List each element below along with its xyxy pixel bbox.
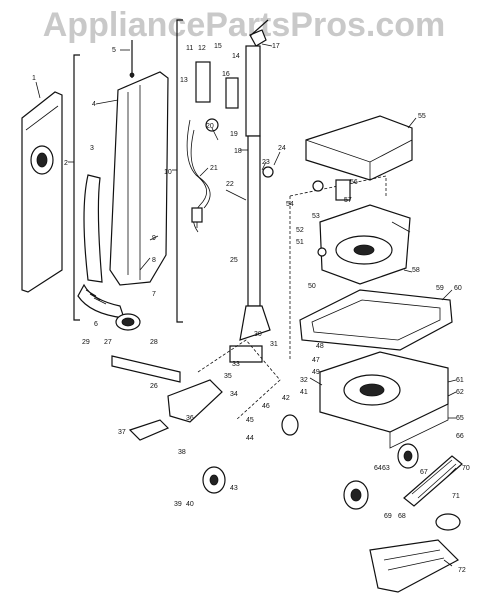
label-23: 23 xyxy=(262,159,270,166)
label-58: 58 xyxy=(412,267,420,274)
label-50: 50 xyxy=(308,283,316,290)
label-55: 55 xyxy=(418,113,426,120)
label-26: 26 xyxy=(150,383,158,390)
label-59: 59 xyxy=(436,285,444,292)
label-33: 33 xyxy=(232,361,240,368)
label-67: 67 xyxy=(420,469,428,476)
label-8: 8 xyxy=(152,257,156,264)
hood xyxy=(305,115,413,181)
label-3: 3 xyxy=(90,145,94,152)
label-65: 65 xyxy=(456,415,464,422)
label-29: 29 xyxy=(82,339,90,346)
bumper-frame xyxy=(299,289,453,351)
label-31: 31 xyxy=(270,341,278,348)
label-16: 16 xyxy=(222,71,230,78)
label-35: 35 xyxy=(224,373,232,380)
wheels xyxy=(202,414,419,510)
label-21: 21 xyxy=(210,165,218,172)
label-7: 7 xyxy=(152,291,156,298)
handle-tube xyxy=(225,19,274,341)
label-37: 37 xyxy=(118,429,126,436)
label-25: 25 xyxy=(230,257,238,264)
pivot-bracket xyxy=(111,339,281,441)
label-5: 5 xyxy=(112,47,116,54)
label-24: 24 xyxy=(278,145,286,152)
label-69: 69 xyxy=(384,513,392,520)
label-2: 2 xyxy=(64,160,68,167)
dust-bag xyxy=(21,91,63,293)
label-36: 36 xyxy=(186,415,194,422)
label-22: 22 xyxy=(226,181,234,188)
label-61: 61 xyxy=(456,377,464,384)
label-43: 43 xyxy=(230,485,238,492)
label-54: 54 xyxy=(286,201,294,208)
label-11: 11 xyxy=(186,45,193,52)
label-9: 9 xyxy=(152,235,156,242)
label-6: 6 xyxy=(94,321,98,328)
label-46: 46 xyxy=(262,403,270,410)
label-4: 4 xyxy=(92,101,96,108)
label-42: 42 xyxy=(282,395,290,402)
label-20: 20 xyxy=(206,123,214,130)
label-51: 51 xyxy=(296,239,304,246)
motor xyxy=(289,175,411,360)
label-30: 30 xyxy=(254,331,262,338)
label-49: 49 xyxy=(312,369,320,376)
label-41: 41 xyxy=(300,389,308,396)
leader-lines xyxy=(35,43,457,567)
label-28: 28 xyxy=(150,339,158,346)
label-53: 53 xyxy=(312,213,320,220)
base-housing xyxy=(319,351,449,449)
label-57: 57 xyxy=(344,197,352,204)
label-47: 47 xyxy=(312,357,320,364)
label-13: 13 xyxy=(180,77,188,84)
label-71: 71 xyxy=(452,493,460,500)
label-60: 60 xyxy=(454,285,462,292)
label-32: 32 xyxy=(300,377,308,384)
label-56: 56 xyxy=(350,179,358,186)
drive-belt xyxy=(435,513,461,531)
label-45: 45 xyxy=(246,417,254,424)
nozzle-plate xyxy=(369,539,459,593)
label-14: 14 xyxy=(232,53,240,60)
label-40: 40 xyxy=(186,501,194,508)
label-70: 70 xyxy=(462,465,470,472)
brushroll xyxy=(403,455,463,507)
label-1: 1 xyxy=(32,75,36,82)
label-44: 44 xyxy=(246,435,254,442)
label-72: 72 xyxy=(458,567,466,574)
label-15: 15 xyxy=(214,43,222,50)
label-12: 12 xyxy=(198,45,206,52)
label-18: 18 xyxy=(234,148,242,155)
label-10: 10 xyxy=(164,169,172,176)
outer-bag xyxy=(109,40,169,286)
label-39: 39 xyxy=(174,501,182,508)
label-34: 34 xyxy=(230,391,238,398)
label-52: 52 xyxy=(296,227,304,234)
bracket-10 xyxy=(176,19,183,323)
label-38: 38 xyxy=(178,449,186,456)
label-66: 66 xyxy=(456,433,464,440)
switch-assembly xyxy=(186,61,239,233)
label-63: 63 xyxy=(382,465,390,472)
label-27: 27 xyxy=(104,339,112,346)
label-48: 48 xyxy=(316,343,324,350)
label-62: 62 xyxy=(456,389,464,396)
label-19: 19 xyxy=(230,131,238,138)
hose xyxy=(77,174,141,331)
part-labels: 1 2 3 4 5 6 7 8 9 10 11 12 13 14 15 16 1… xyxy=(32,43,470,574)
label-17: 17 xyxy=(272,43,280,50)
label-68: 68 xyxy=(398,513,406,520)
label-64: 64 xyxy=(374,465,382,472)
bracket-2 xyxy=(73,54,80,321)
